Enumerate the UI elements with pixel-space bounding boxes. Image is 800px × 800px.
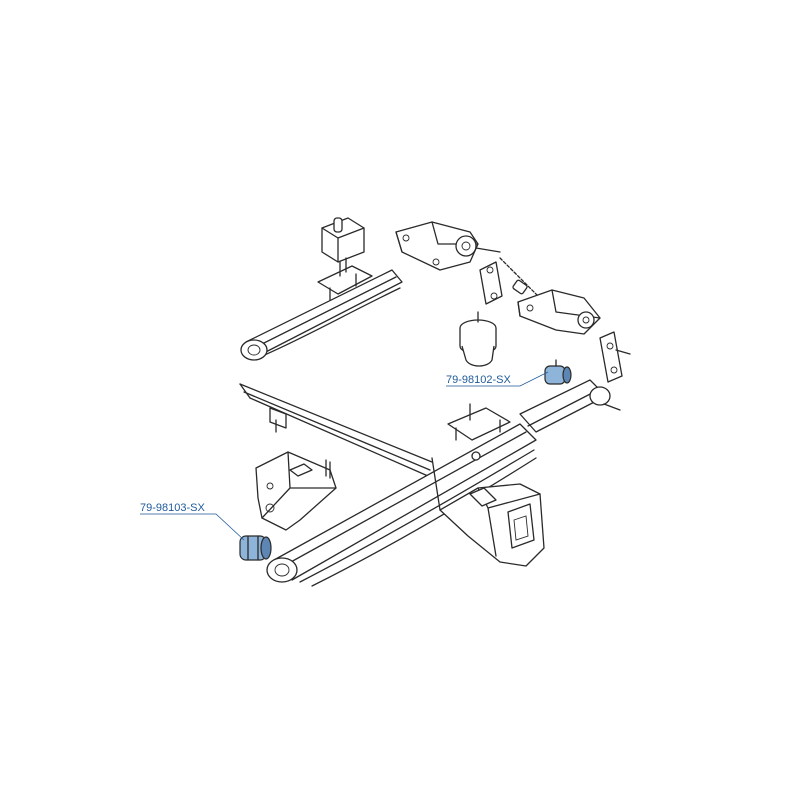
front-bushing: [239, 535, 272, 561]
front-callout-leader: [140, 513, 245, 541]
lower-shackle-bracket: [517, 289, 601, 335]
upper-spring-clamp: [317, 265, 373, 301]
rear-callout-leader: [446, 371, 549, 387]
bump-stop: [459, 311, 497, 367]
lower-leaf-spring: [266, 379, 621, 587]
shackle-bolt: [499, 257, 541, 299]
rear-spring-hanger: [431, 457, 545, 567]
bump-stop-bracket: [321, 217, 365, 277]
hanger-plate: [599, 331, 631, 383]
chassis-rail: [239, 383, 433, 477]
shackle-link: [479, 261, 503, 305]
upper-leaf-spring: [240, 269, 403, 361]
axle-seat-plate: [447, 403, 511, 461]
callout-front-part-number[interactable]: 79-98103-SX: [140, 502, 205, 514]
front-spring-hanger: [255, 451, 337, 531]
callout-rear-part-number[interactable]: 79-98102-SX: [446, 374, 511, 386]
rear-bushing: [544, 359, 572, 385]
upper-shackle-bracket: [395, 221, 501, 271]
